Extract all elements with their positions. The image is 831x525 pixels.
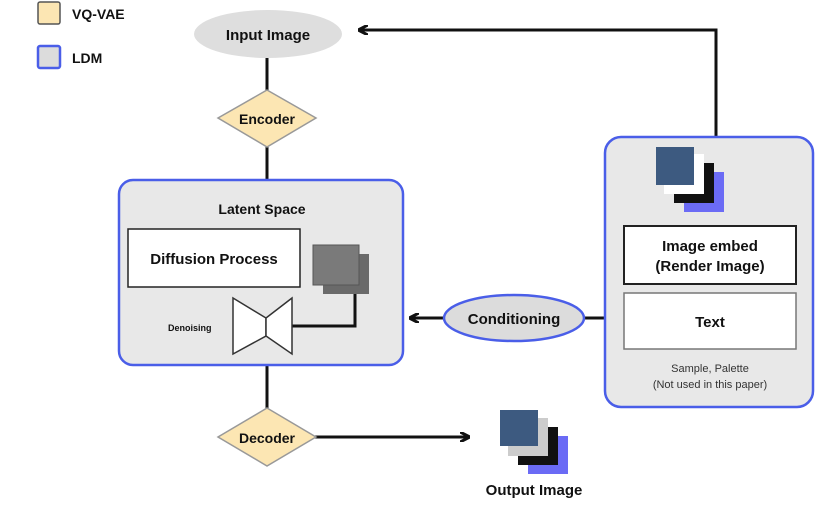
decoder-label: Decoder <box>239 430 296 446</box>
latent-space-box: Latent Space Diffusion Process Denoising <box>117 178 405 367</box>
output-image-node: Output Image <box>486 410 583 499</box>
output-navy-square <box>500 410 538 446</box>
encoder-label: Encoder <box>239 111 296 127</box>
conditioning-ellipse <box>442 293 586 343</box>
latent-space-label: Latent Space <box>218 201 305 217</box>
decoder-node: Decoder <box>216 407 318 467</box>
encoder-node: Encoder <box>216 89 318 148</box>
legend-vqvae-swatch <box>37 1 61 25</box>
input-image-node: Input Image <box>194 10 342 58</box>
conditioning-label: Conditioning <box>468 311 560 328</box>
legend: VQ-VAE LDM <box>36 1 125 70</box>
note-line-2: (Not used in this paper) <box>653 379 767 391</box>
output-image-label: Output Image <box>486 482 583 499</box>
stack-navy-square <box>656 147 694 185</box>
noise-image-front <box>312 244 360 286</box>
denoising-label: Denoising <box>168 323 212 333</box>
input-image-ellipse <box>194 10 342 58</box>
noise-to-denoiser-line <box>292 294 357 328</box>
image-embed-sublabel: (Render Image) <box>655 258 764 275</box>
legend-vqvae-label: VQ-VAE <box>72 6 125 22</box>
conditioning-node: Conditioning <box>442 293 586 343</box>
diffusion-process-label: Diffusion Process <box>150 251 278 268</box>
image-embed-box <box>623 225 797 285</box>
legend-ldm-swatch <box>36 44 62 70</box>
diffusion-process-box <box>127 228 301 288</box>
decoder-diamond <box>216 407 318 467</box>
condition-sources-box: Image embed (Render Image) Text Sample, … <box>603 135 815 409</box>
unet-right-icon <box>265 296 293 356</box>
connectors <box>265 30 718 437</box>
image-embed-label: Image embed <box>662 238 758 255</box>
note-line-1: Sample, Palette <box>671 363 749 375</box>
text-box <box>623 292 797 350</box>
legend-ldm-label: LDM <box>72 50 102 66</box>
input-image-label: Input Image <box>226 27 310 44</box>
encoder-diamond <box>216 89 318 148</box>
text-label: Text <box>695 314 725 331</box>
condition-to-input-arrow <box>360 30 718 137</box>
